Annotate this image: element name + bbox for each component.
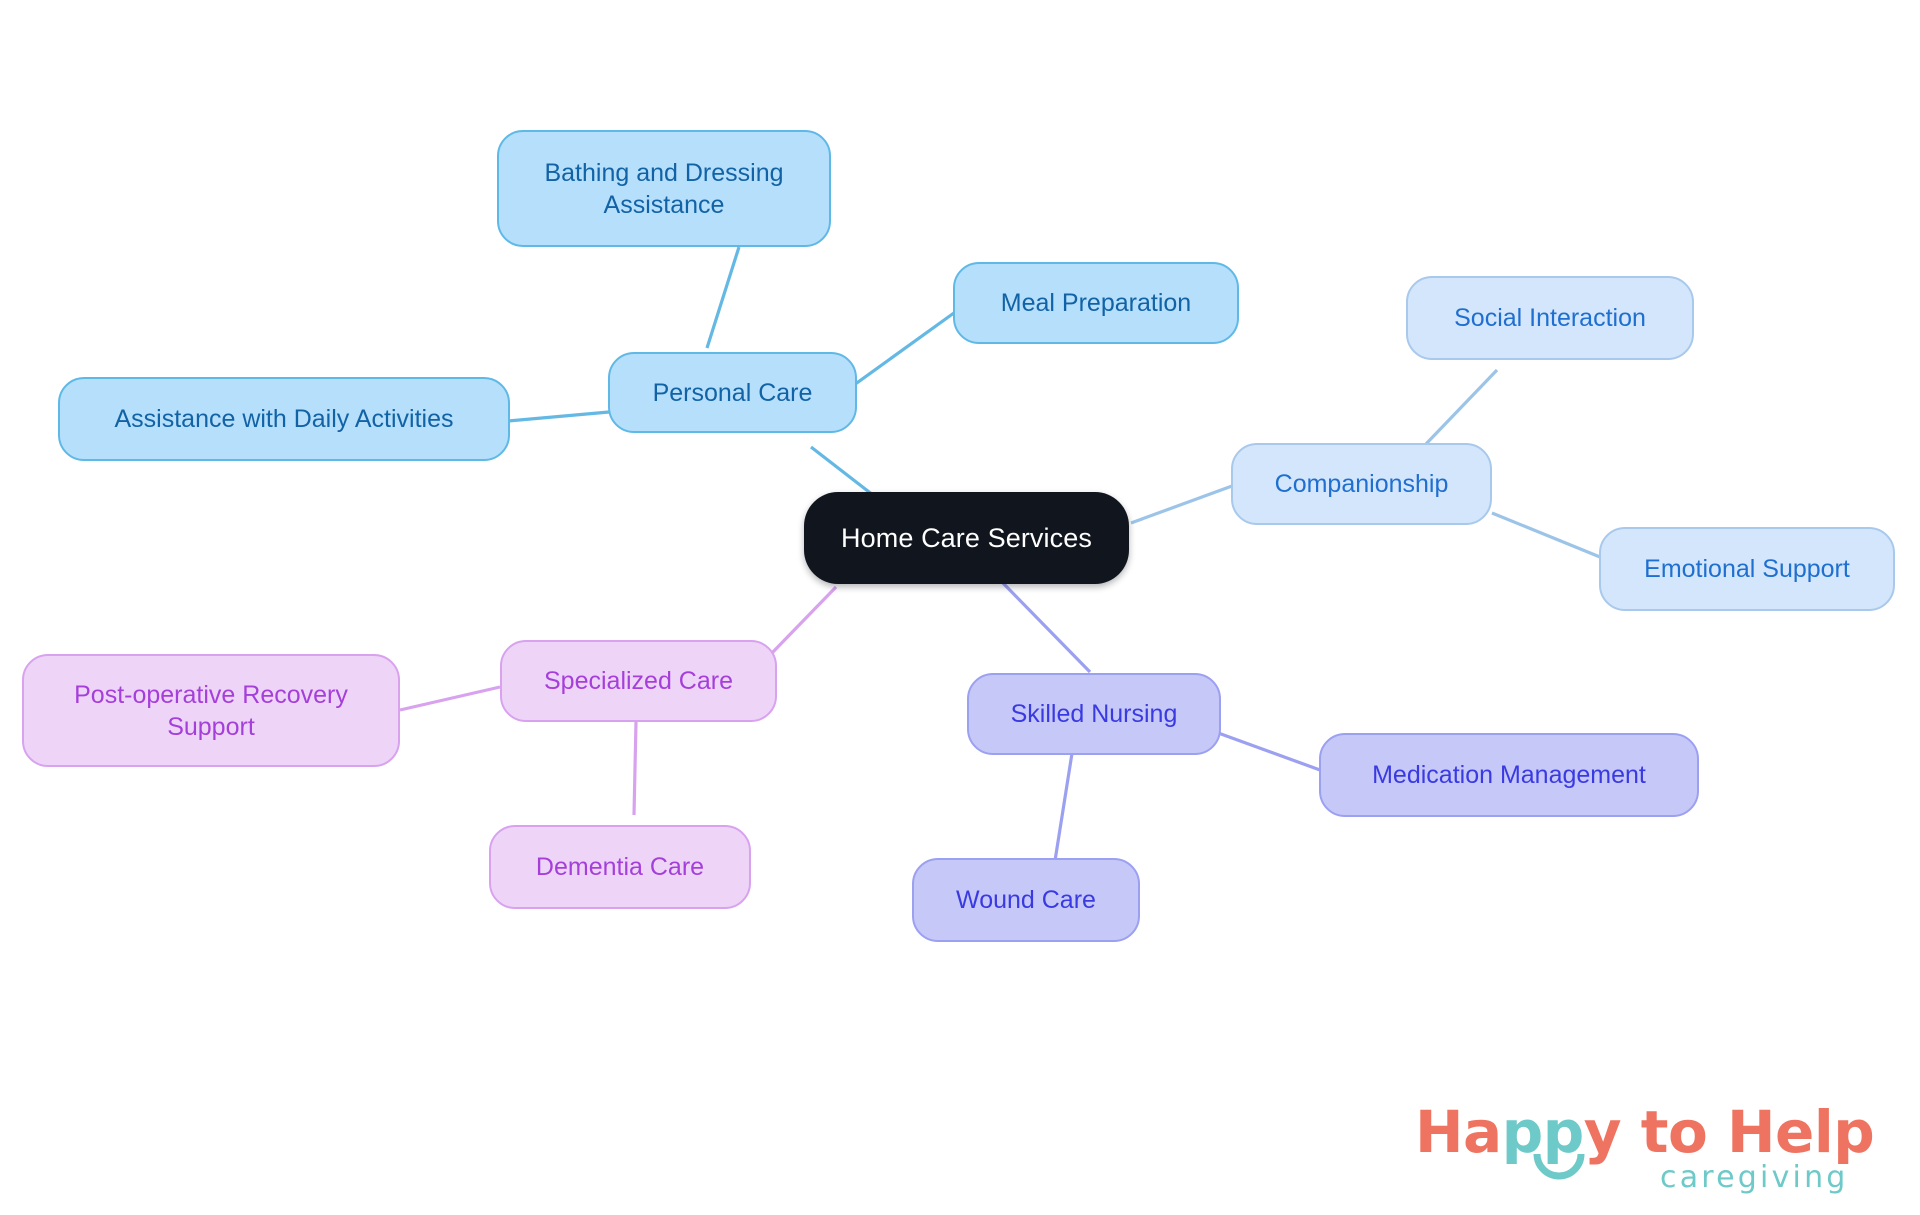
logo-text-ha: Ha — [1415, 1098, 1502, 1166]
node-label: Social Interaction — [1454, 304, 1646, 332]
node-social-interaction[interactable]: Social Interaction — [1406, 276, 1694, 360]
smile-icon — [1533, 1154, 1585, 1180]
node-label: Companionship — [1274, 470, 1449, 498]
brand-logo: Happy to Help caregiving — [1415, 1098, 1885, 1198]
node-assistance-with-daily-activities[interactable]: Assistance with Daily Activities — [58, 377, 510, 461]
node-specialized-care[interactable]: Specialized Care — [500, 640, 777, 722]
node-wound-care[interactable]: Wound Care — [912, 858, 1140, 942]
node-label: Post-operative Recovery Support — [74, 680, 348, 741]
logo-text-y-to-help: y to Help — [1583, 1098, 1875, 1166]
node-dementia-care[interactable]: Dementia Care — [489, 825, 751, 909]
logo-wordmark: Happy to Help — [1415, 1098, 1875, 1166]
edge-root-to-companionship — [1130, 484, 1233, 525]
node-label: Specialized Care — [544, 667, 733, 695]
edge-skilled-nursing-to-wound-care — [1052, 746, 1075, 868]
logo-tagline: caregiving — [1660, 1160, 1849, 1195]
node-label: Meal Preparation — [1000, 289, 1192, 317]
node-personal-care[interactable]: Personal Care — [608, 352, 857, 433]
edge-skilled-nursing-to-medication-management — [1209, 728, 1321, 772]
node-label: Personal Care — [652, 378, 813, 407]
edge-root-to-skilled-nursing — [998, 578, 1092, 674]
node-post-operative-recovery-support[interactable]: Post-operative Recovery Support — [22, 654, 400, 767]
edge-specialized-care-to-dementia-care — [632, 721, 638, 816]
node-label: Emotional Support — [1644, 555, 1850, 583]
node-label: Wound Care — [956, 886, 1096, 914]
edge-personal-care-to-assistance-daily — [507, 410, 610, 423]
node-companionship[interactable]: Companionship — [1231, 443, 1492, 525]
node-skilled-nursing[interactable]: Skilled Nursing — [967, 673, 1221, 755]
node-emotional-support[interactable]: Emotional Support — [1599, 527, 1895, 611]
node-label: Home Care Services — [841, 522, 1092, 553]
node-meal-preparation[interactable]: Meal Preparation — [953, 262, 1239, 344]
node-label: Dementia Care — [535, 853, 705, 881]
node-label: Medication Management — [1372, 761, 1646, 789]
edge-personal-care-to-bathing — [705, 246, 741, 349]
node-medication-management[interactable]: Medication Management — [1319, 733, 1699, 817]
node-bathing-and-dressing-assistance[interactable]: Bathing and Dressing Assistance — [497, 130, 831, 247]
node-label: Skilled Nursing — [1010, 700, 1178, 728]
edge-root-to-specialized-care — [769, 585, 838, 656]
edge-companionship-to-social-interaction — [1423, 368, 1499, 447]
edge-specialized-care-to-post-operative — [399, 685, 501, 712]
logo-text-pp: pp — [1501, 1098, 1585, 1166]
edge-personal-care-to-meal-preparation — [853, 303, 966, 387]
edge-companionship-to-emotional-support — [1491, 511, 1601, 559]
node-home-care-services[interactable]: Home Care Services — [804, 492, 1129, 584]
node-label: Bathing and Dressing Assistance — [544, 158, 784, 219]
node-label: Assistance with Daily Activities — [114, 405, 454, 433]
